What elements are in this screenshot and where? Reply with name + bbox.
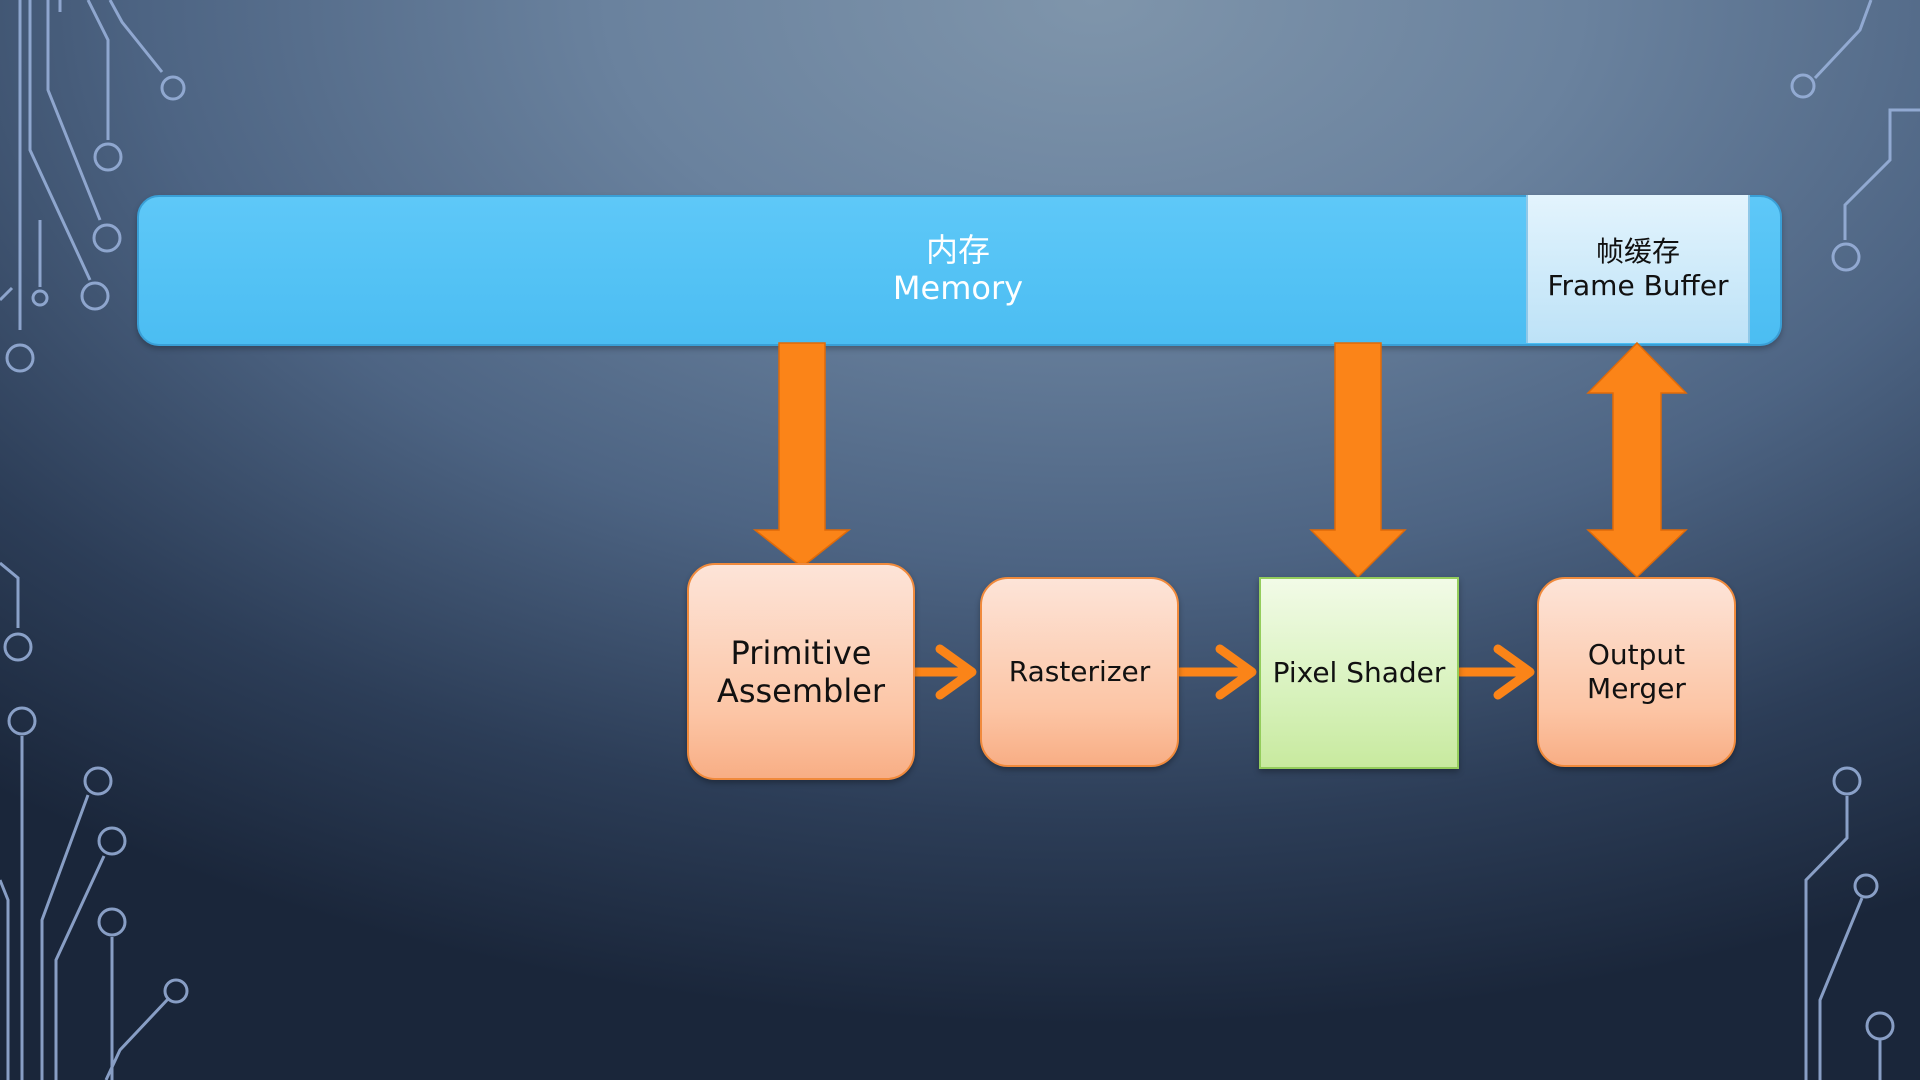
memory-label-cn: 内存 [925, 230, 990, 269]
rasterizer-box: Rasterizer [980, 577, 1179, 767]
output-merger-box: Output Merger [1537, 577, 1736, 767]
primitive-assembler-line1: Primitive [730, 633, 872, 672]
arrow-rasterizer-to-shader [1175, 644, 1257, 700]
arrow-assembler-to-rasterizer [910, 644, 977, 700]
memory-bar [137, 195, 1782, 346]
frame-buffer-label-cn: 帧缓存 [1595, 235, 1680, 268]
pixel-shader-box: Pixel Shader [1259, 577, 1459, 769]
arrow-framebuffer-output-merger [1586, 341, 1688, 579]
output-merger-line2: Merger [1587, 672, 1686, 705]
primitive-assembler-line2: Assembler [716, 671, 886, 710]
arrow-memory-to-assembler [752, 342, 852, 568]
frame-buffer-label-en: Frame Buffer [1547, 269, 1729, 302]
rasterizer-label: Rasterizer [1008, 655, 1151, 688]
frame-buffer-box: 帧缓存 Frame Buffer [1526, 195, 1750, 343]
primitive-assembler-box: Primitive Assembler [687, 563, 915, 780]
arrow-shader-to-output-merger [1455, 644, 1535, 700]
output-merger-line1: Output [1587, 638, 1686, 671]
pixel-shader-label: Pixel Shader [1272, 656, 1446, 689]
memory-label: 内存 Memory [137, 195, 1779, 342]
arrow-memory-to-shader [1309, 342, 1407, 579]
memory-label-en: Memory [892, 268, 1024, 307]
